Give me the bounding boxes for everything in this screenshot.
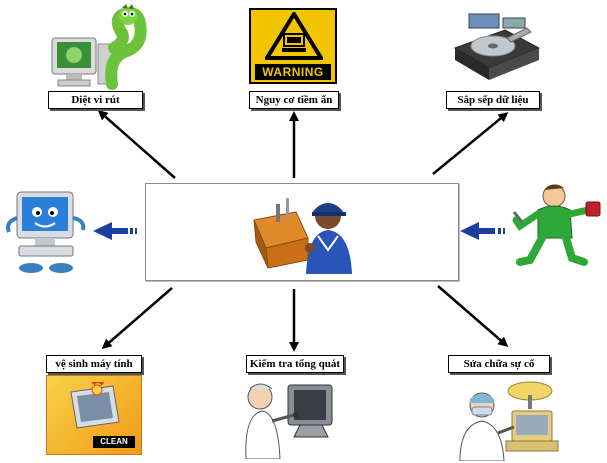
pc-clean-icon: CLEAN: [46, 375, 142, 455]
label-sap-sep: Sắp sếp dữ liệu: [446, 91, 540, 109]
cartoon-computer-icon: [6, 191, 86, 273]
warning-sign-icon: WARNING: [249, 8, 337, 84]
label-ve-sinh: vệ sinh máy tính: [46, 355, 142, 373]
label-diet-virut: Diệt vi rút: [48, 91, 143, 109]
label-sua-chua: Sửa chữa sự cố: [448, 355, 550, 373]
virus-worm-computer-icon: [51, 4, 147, 90]
arrow-top-right: [432, 112, 509, 175]
arrow-mid-right: [460, 222, 505, 240]
surgeon-repairing-computer-icon: [459, 381, 559, 461]
warning-triangle-icon: [265, 12, 323, 60]
warning-text: WARNING: [255, 64, 331, 80]
computer-monitor-icon: [70, 382, 120, 429]
center-box: [145, 183, 459, 281]
clean-text: CLEAN: [93, 436, 135, 448]
label-nguy-co: Nguy cơ tiềm ẩn: [249, 91, 339, 109]
arrow-bottom-right: [437, 285, 509, 347]
technician-toolbox-icon: [253, 198, 352, 274]
arrow-mid-left: [93, 222, 137, 240]
arrow-bottom-left: [101, 287, 173, 349]
hard-drive-icon: [453, 13, 541, 80]
arrow-top-left: [97, 110, 176, 179]
doctor-examining-computer-icon: [245, 383, 333, 459]
repairman-running-icon: [512, 184, 601, 266]
label-kiem-tra: Kiểm tra tổng quát: [246, 355, 344, 373]
